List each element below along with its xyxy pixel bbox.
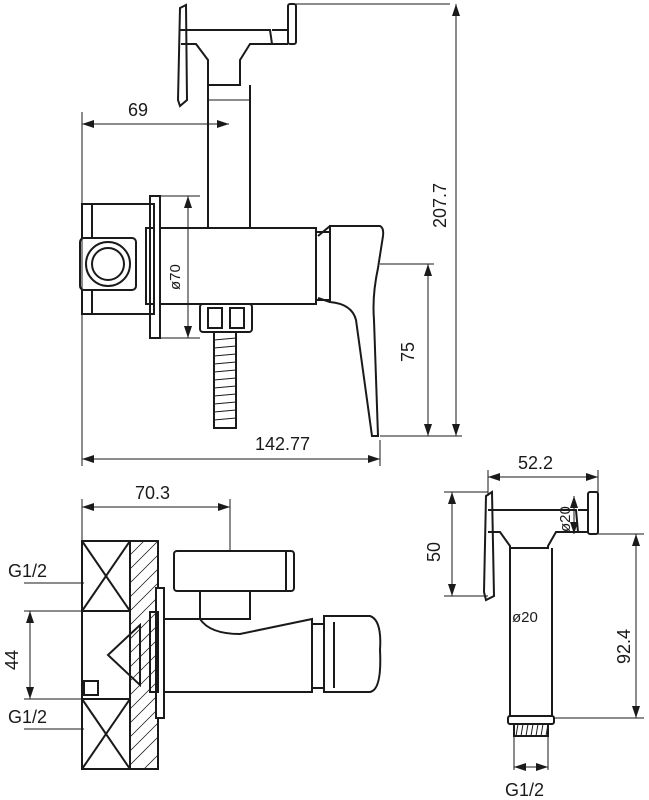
dim-44: 44: [2, 611, 34, 699]
dim-o70-label: ø70: [167, 264, 184, 290]
inlet-fitting: [79, 237, 137, 291]
dim-o20-nozzle-label: ø20: [557, 506, 574, 532]
dim-207-7: 207.7: [430, 4, 460, 436]
side-mixer-body: [163, 615, 382, 693]
dim-52-2-label: 52.2: [518, 453, 553, 473]
thread-label-top: G1/2: [8, 561, 47, 581]
dim-52-2: 52.2: [488, 453, 598, 481]
dim-75-label: 75: [398, 342, 418, 362]
dim-69: 69: [82, 100, 229, 128]
hose-pipe: [207, 85, 251, 228]
dim-g1-2-thread: G1/2: [505, 763, 548, 800]
wall-section: [129, 540, 159, 770]
dim-142-77-label: 142.77: [255, 434, 310, 454]
mixer-lever: [317, 225, 385, 437]
dim-142-77: 142.77: [82, 434, 380, 463]
dim-92-4-label: 92.4: [614, 629, 634, 664]
concealed-box: [24, 540, 141, 770]
dim-69-label: 69: [128, 100, 148, 120]
dim-50: 50: [424, 492, 456, 596]
hand-shower-view: 52.2 50 ø20 ø20 92.4 G1/2: [424, 453, 644, 800]
dim-44-label: 44: [2, 650, 22, 670]
front-view: 69 207.7 ø70 75 142.77: [79, 3, 462, 466]
dim-70-3: 70.3: [82, 483, 230, 511]
side-view: 70.3 G1/2 44 G1/2: [2, 483, 382, 770]
mixer-body: [159, 227, 330, 305]
dim-50-label: 50: [424, 542, 444, 562]
dim-o20-nozzle: ø20: [557, 496, 578, 534]
dim-70-3-label: 70.3: [135, 483, 170, 503]
dim-207-7-label: 207.7: [430, 183, 450, 228]
hand-shower-head: [176, 3, 450, 108]
thread-label-bottom: G1/2: [8, 707, 47, 727]
dim-75: 75: [398, 264, 432, 436]
dim-92-4: 92.4: [614, 534, 640, 718]
dim-o70: ø70: [167, 196, 192, 338]
dim-o20-handle-label: ø20: [512, 609, 538, 626]
hose-connector: [199, 303, 253, 429]
dim-g1-2-thread-label: G1/2: [505, 780, 544, 800]
shower-holder: [173, 550, 295, 620]
